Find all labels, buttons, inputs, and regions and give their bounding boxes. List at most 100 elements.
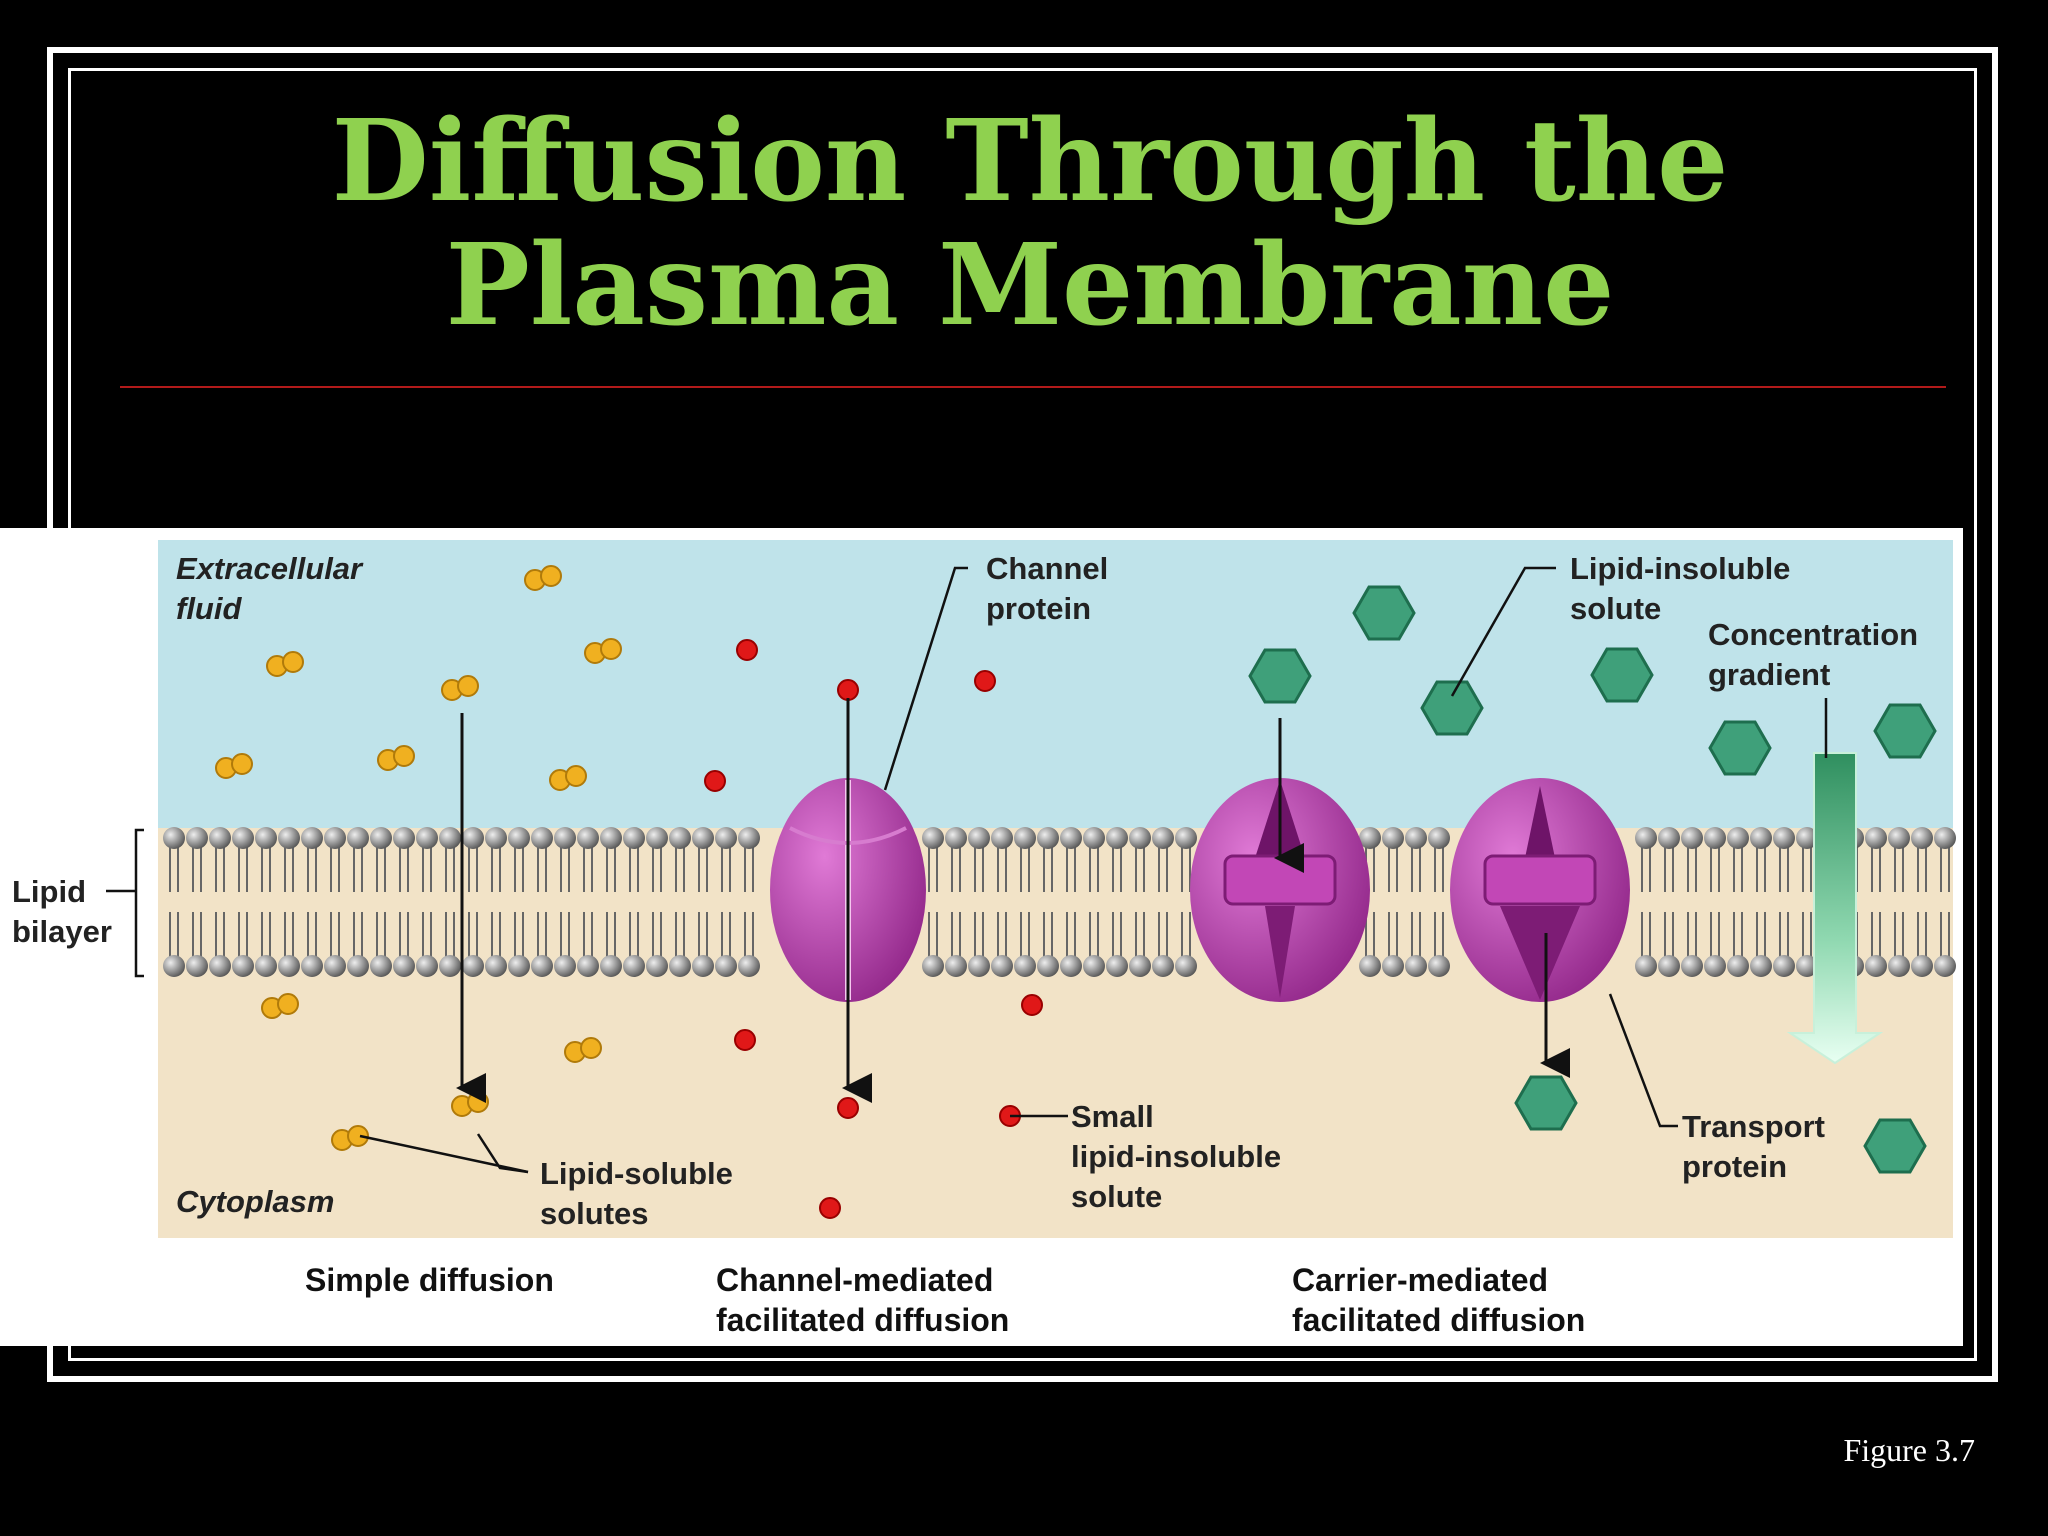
phospholipid-head (485, 955, 507, 977)
hexagon-solute (1873, 703, 1937, 759)
phospholipid-head (1911, 827, 1933, 849)
phospholipid-head (715, 827, 737, 849)
phospholipid-head (416, 955, 438, 977)
phospholipid-head (991, 827, 1013, 849)
lipid-insoluble-label-1: Lipid-insoluble (1570, 551, 1790, 586)
phospholipid-head (1681, 827, 1703, 849)
lipid-soluble-molecule (600, 638, 622, 660)
phospholipid-head (1152, 955, 1174, 977)
hexagon-solute (1514, 1075, 1578, 1131)
phospholipid-head (324, 827, 346, 849)
phospholipid-head (945, 827, 967, 849)
transport-protein-label-1: Transport (1682, 1109, 1825, 1144)
phospholipid-head (186, 827, 208, 849)
hexagon-solute (1420, 680, 1484, 736)
phospholipid-head (232, 827, 254, 849)
phospholipid-head (416, 827, 438, 849)
phospholipid-head (1796, 955, 1818, 977)
concentration-gradient-arrow (1786, 752, 1884, 1065)
lipid-soluble-label-1: Lipid-soluble (540, 1156, 733, 1191)
small-solute-label-2: lipid-insoluble (1071, 1139, 1281, 1174)
phospholipid-head (1175, 955, 1197, 977)
phospholipid-head (393, 827, 415, 849)
channel-protein-label-2: protein (986, 591, 1091, 626)
phospholipid-head (393, 955, 415, 977)
phospholipid-head (1727, 827, 1749, 849)
phospholipid-head (370, 955, 392, 977)
lipid-bilayer (163, 827, 1956, 977)
phospholipid-head (186, 955, 208, 977)
cytoplasm-label: Cytoplasm (176, 1184, 334, 1219)
phospholipid-head (623, 827, 645, 849)
small-solute-label-1: Small (1071, 1099, 1154, 1134)
phospholipid-head (1934, 827, 1956, 849)
phospholipid-head (1382, 827, 1404, 849)
small-solute-molecule (974, 670, 996, 692)
phospholipid-head (163, 955, 185, 977)
phospholipid-head (1681, 955, 1703, 977)
phospholipid-head (508, 955, 530, 977)
phospholipid-head (370, 827, 392, 849)
concentration-gradient-label-2: gradient (1708, 657, 1830, 692)
phospholipid-head (462, 955, 484, 977)
phospholipid-head (1083, 827, 1105, 849)
lipid-soluble-label-2: solutes (540, 1196, 649, 1231)
phospholipid-head (1865, 955, 1887, 977)
phospholipid-head (1704, 955, 1726, 977)
phospholipid-head (945, 955, 967, 977)
lipid-soluble-molecule (277, 993, 299, 1015)
lipid-insoluble-label-2: solute (1570, 591, 1661, 626)
phospholipid-head (1152, 827, 1174, 849)
caption-channel-1: Channel-mediated (716, 1262, 993, 1298)
phospholipid-head (347, 955, 369, 977)
phospholipid-head (1658, 955, 1680, 977)
phospholipid-head (1405, 955, 1427, 977)
title-divider (120, 386, 1946, 388)
phospholipid-head (968, 827, 990, 849)
hexagon-solute (1352, 585, 1416, 641)
phospholipid-head (1704, 827, 1726, 849)
extracellular-label-2: fluid (176, 591, 242, 626)
phospholipid-head (301, 955, 323, 977)
phospholipid-head (646, 827, 668, 849)
phospholipid-head (1175, 827, 1197, 849)
figure-number: Figure 3.7 (1843, 1432, 1975, 1468)
phospholipid-head (1658, 827, 1680, 849)
phospholipid-head (278, 955, 300, 977)
phospholipid-head (1382, 955, 1404, 977)
phospholipid-head (577, 955, 599, 977)
lipid-bilayer-label-2: bilayer (12, 914, 112, 949)
phospholipid-head (163, 827, 185, 849)
phospholipid-head (1888, 955, 1910, 977)
phospholipid-head (255, 955, 277, 977)
phospholipid-head (232, 955, 254, 977)
phospholipid-head (692, 827, 714, 849)
phospholipid-head (1750, 955, 1772, 977)
lipid-soluble-molecule (347, 1125, 369, 1147)
phospholipid-head (439, 827, 461, 849)
caption-channel-2: facilitated diffusion (716, 1302, 1009, 1338)
phospholipid-head (209, 955, 231, 977)
lipid-soluble-molecule (580, 1037, 602, 1059)
phospholipid-head (577, 827, 599, 849)
phospholipid-head (1428, 827, 1450, 849)
phospholipid-head (738, 955, 760, 977)
lipid-soluble-molecule (393, 745, 415, 767)
phospholipid-head (991, 955, 1013, 977)
phospholipid-head (715, 955, 737, 977)
carrier-protein-open-outside (1190, 778, 1370, 1002)
phospholipid-head (1428, 955, 1450, 977)
phospholipid-head (301, 827, 323, 849)
phospholipid-head (669, 955, 691, 977)
phospholipid-head (554, 955, 576, 977)
hexagon-solute (1590, 647, 1654, 703)
phospholipid-head (324, 955, 346, 977)
lipid-soluble-molecule (540, 565, 562, 587)
phospholipid-head (968, 955, 990, 977)
phospholipid-head (531, 827, 553, 849)
slide-title: Diffusion Through the Plasma Membrane (331, 96, 1729, 351)
small-solute-molecule (819, 1197, 841, 1219)
phospholipid-head (462, 827, 484, 849)
transport-protein-label-2: protein (1682, 1149, 1787, 1184)
phospholipid-head (1060, 827, 1082, 849)
